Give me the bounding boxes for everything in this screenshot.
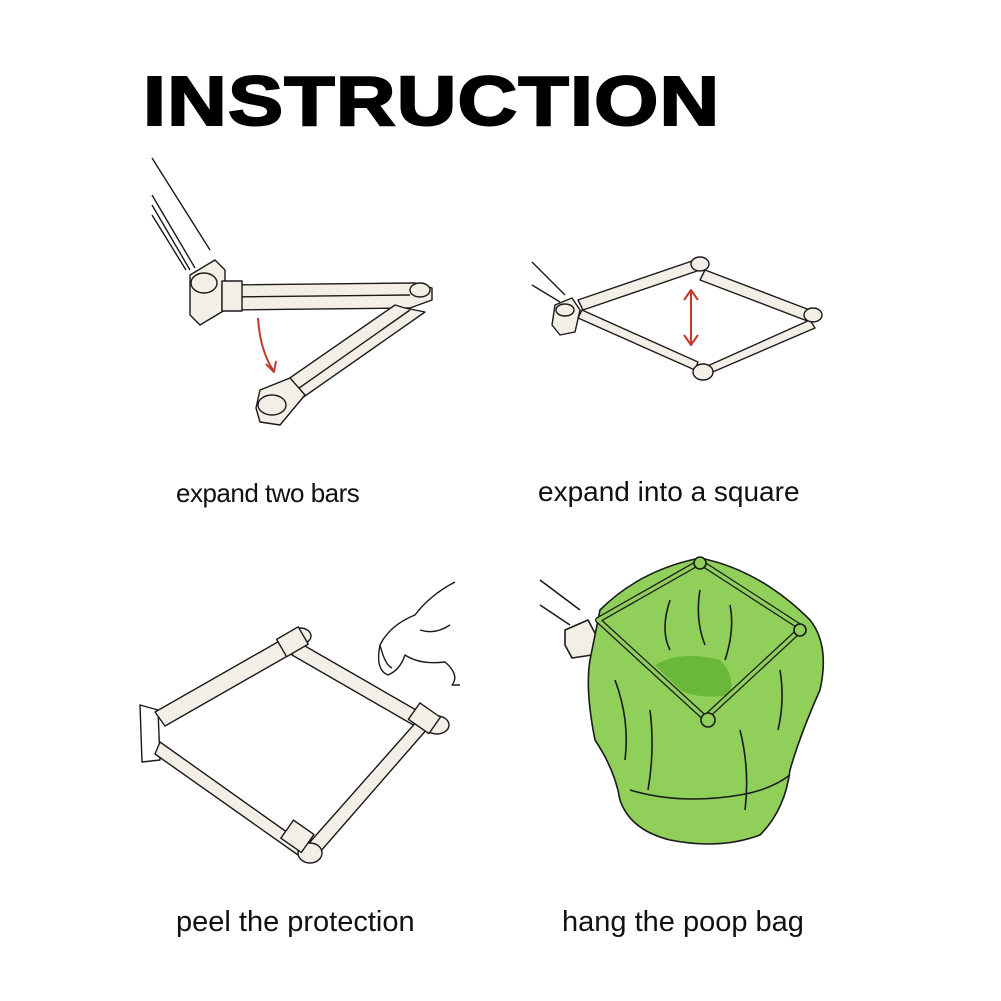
step-3-illustration: [130, 570, 470, 870]
square-frame-hand-icon: [139, 581, 460, 864]
folding-bar-arm-icon: [151, 157, 433, 426]
rhombus-frame-icon: [531, 256, 823, 381]
step-1-illustration: [130, 150, 460, 440]
step-2-caption: expand into a square: [538, 476, 800, 507]
step-3-caption: peel the protection: [176, 906, 415, 938]
step-1-caption: expand two bars: [176, 478, 360, 508]
step-4-illustration: [520, 550, 840, 880]
green-bag-frame-icon: [539, 556, 825, 845]
page-title: INSTRUCTION: [142, 62, 721, 140]
step-2-illustration: [520, 240, 840, 400]
step-4-caption: hang the poop bag: [562, 906, 804, 938]
